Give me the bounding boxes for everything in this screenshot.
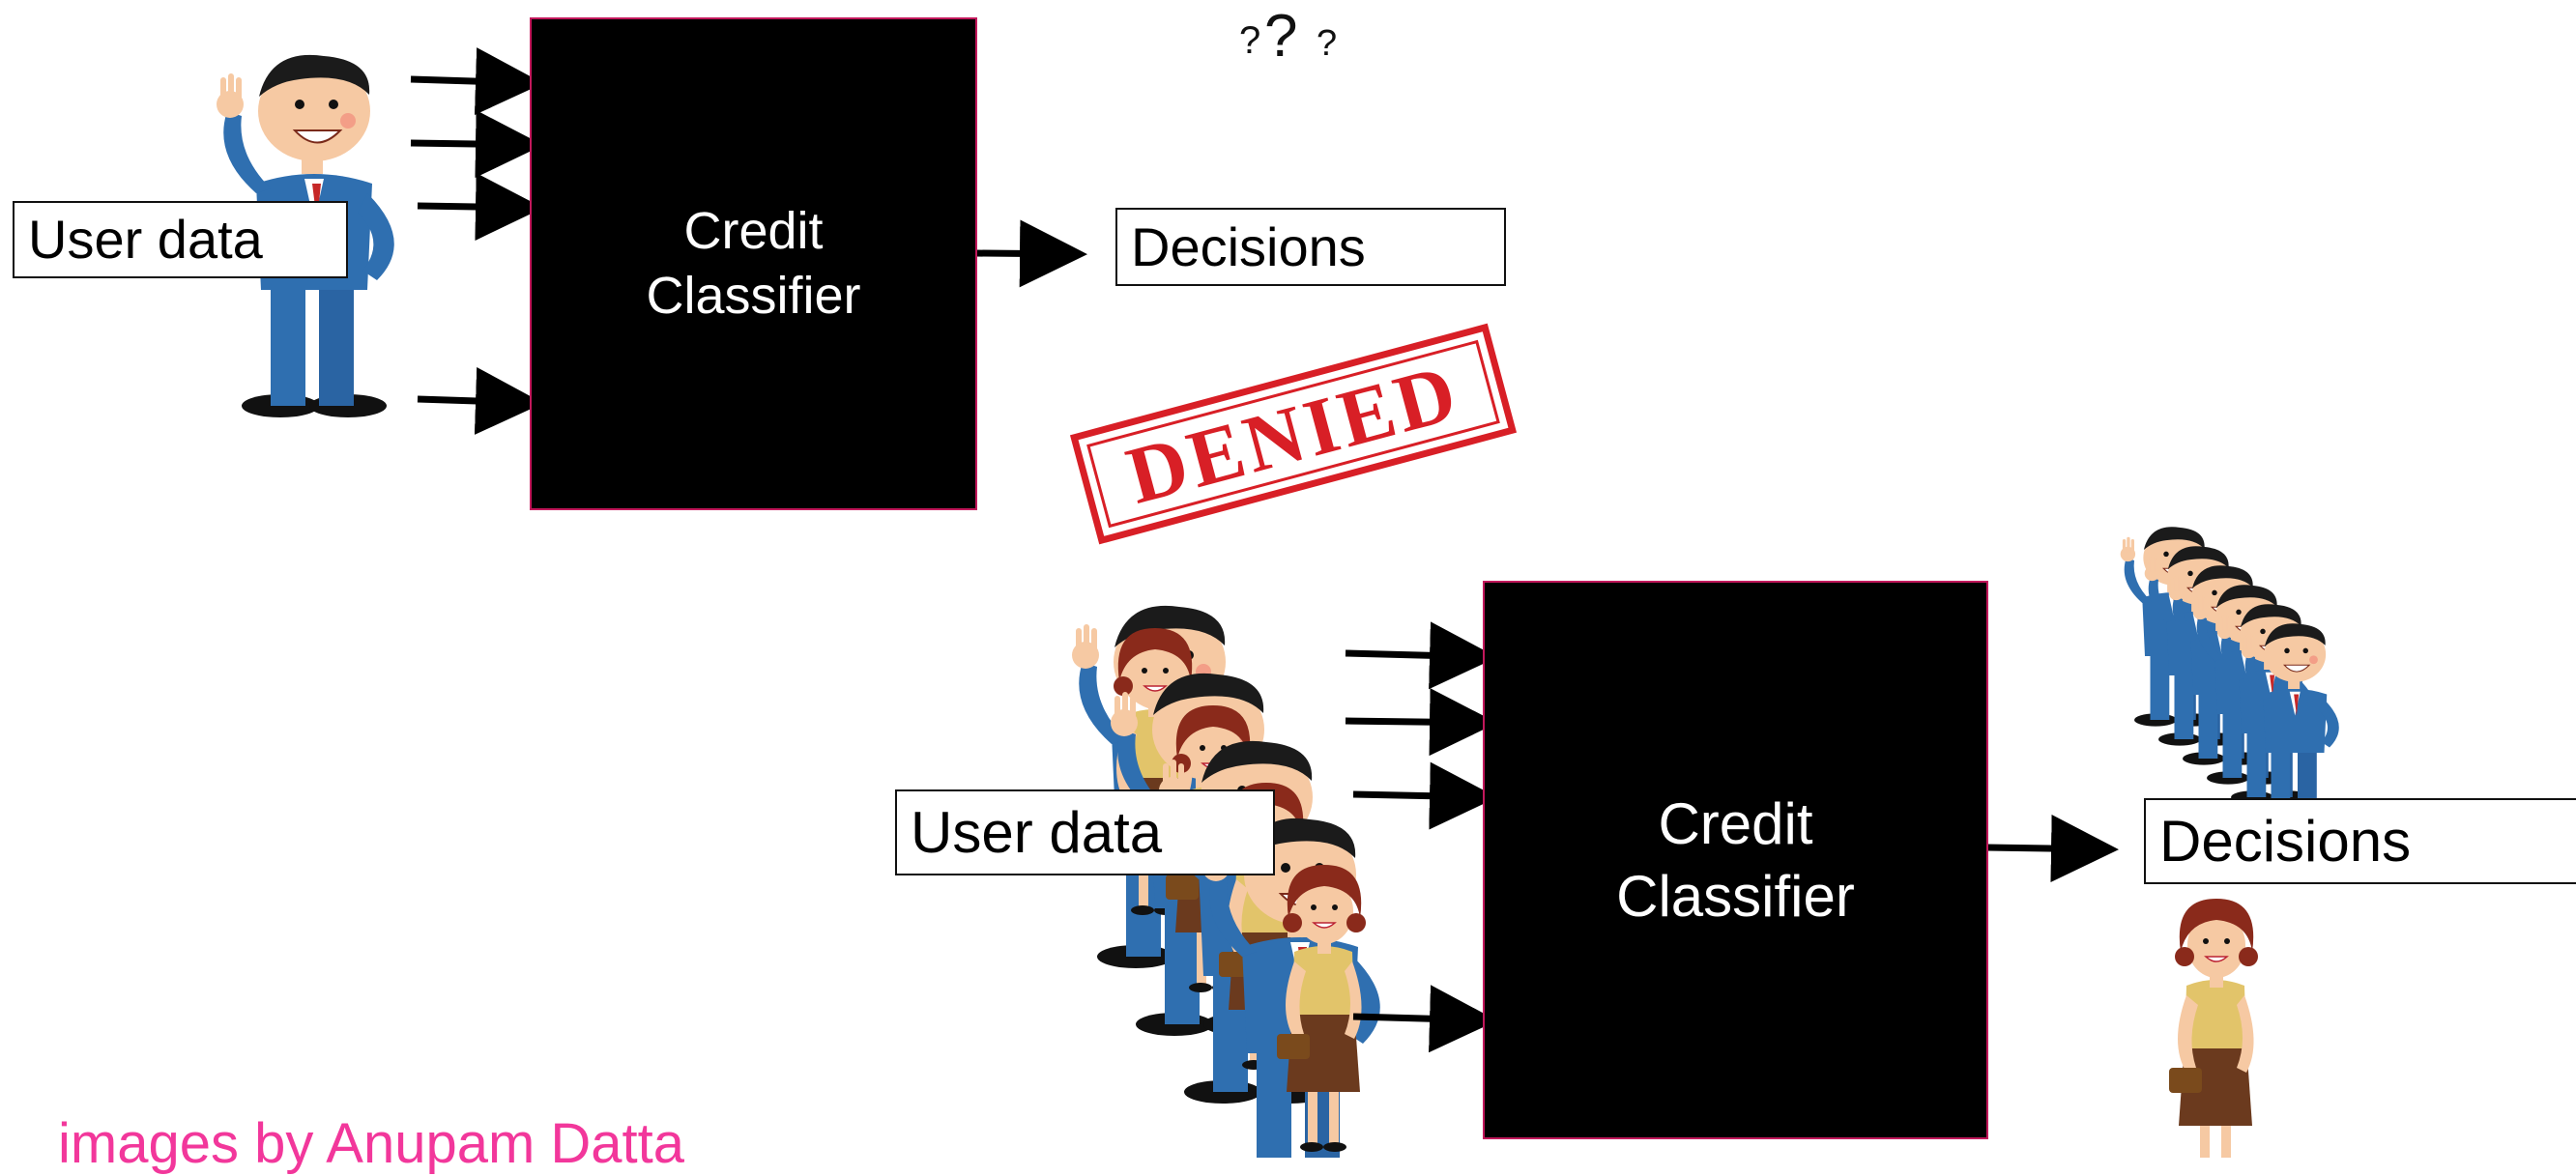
output-arrow	[1985, 815, 2119, 883]
user-data-box: User data	[13, 201, 348, 278]
image-credit: images by Anupam Datta	[58, 1112, 685, 1175]
input-arrow	[410, 47, 543, 116]
input-arrow	[1352, 985, 1497, 1053]
question-mark: ?	[1239, 19, 1261, 62]
classifier-label-line1: Credit	[1658, 791, 1813, 856]
denied-stamp: DENIED	[1069, 323, 1518, 545]
output-arrow	[975, 219, 1087, 288]
input-arrow	[1345, 621, 1497, 690]
input-arrow	[417, 172, 543, 241]
question-mark: ?	[1317, 23, 1338, 64]
classifier-label-line2: Classifier	[646, 267, 861, 325]
applicant-crowd	[1071, 604, 1381, 1158]
input-arrow	[410, 110, 543, 179]
question-mark: ?	[1264, 3, 1298, 70]
decisions-box: Decisions	[1115, 208, 1506, 286]
credit-classifier-box: Credit Classifier	[1483, 581, 1988, 1139]
credit-classifier-box: Credit Classifier	[530, 17, 977, 510]
input-arrow	[417, 366, 543, 435]
input-arrow	[1345, 688, 1497, 757]
input-arrow	[1352, 761, 1497, 830]
approved-applicants	[2120, 526, 2340, 824]
denied-applicant-woman	[2168, 898, 2259, 1158]
user-data-box: User data	[895, 789, 1275, 875]
classifier-label-line1: Credit	[683, 201, 824, 260]
denied-stamp-text: DENIED	[1118, 347, 1469, 522]
classifier-label-line2: Classifier	[1616, 864, 1855, 929]
decisions-box: Decisions	[2144, 798, 2576, 884]
